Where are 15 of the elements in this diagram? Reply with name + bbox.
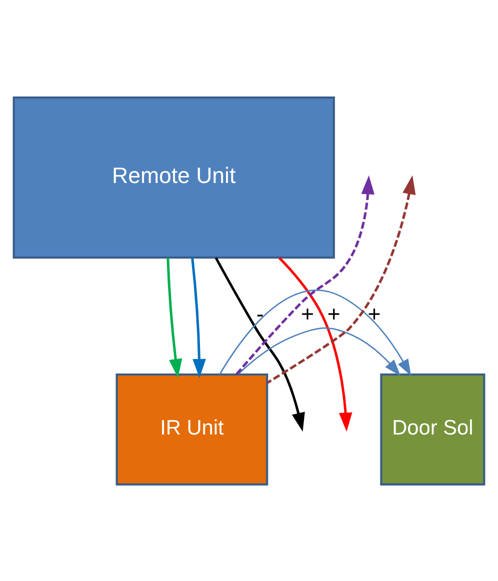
arrow xyxy=(166,257,182,378)
node-box: Door Sol xyxy=(380,372,486,485)
arrow xyxy=(278,256,352,432)
node-box: Remote Unit xyxy=(12,96,335,258)
arrow xyxy=(238,326,401,376)
node-box: IR Unit xyxy=(116,372,268,485)
arrow xyxy=(236,174,374,374)
edge-label: + xyxy=(327,300,340,326)
edge-label: + xyxy=(368,300,381,326)
arrow xyxy=(266,174,416,384)
arrow xyxy=(214,256,305,432)
arrow xyxy=(219,289,412,376)
edge-label: + xyxy=(300,300,314,326)
edge-label: - xyxy=(256,300,264,326)
arrow xyxy=(191,257,206,378)
